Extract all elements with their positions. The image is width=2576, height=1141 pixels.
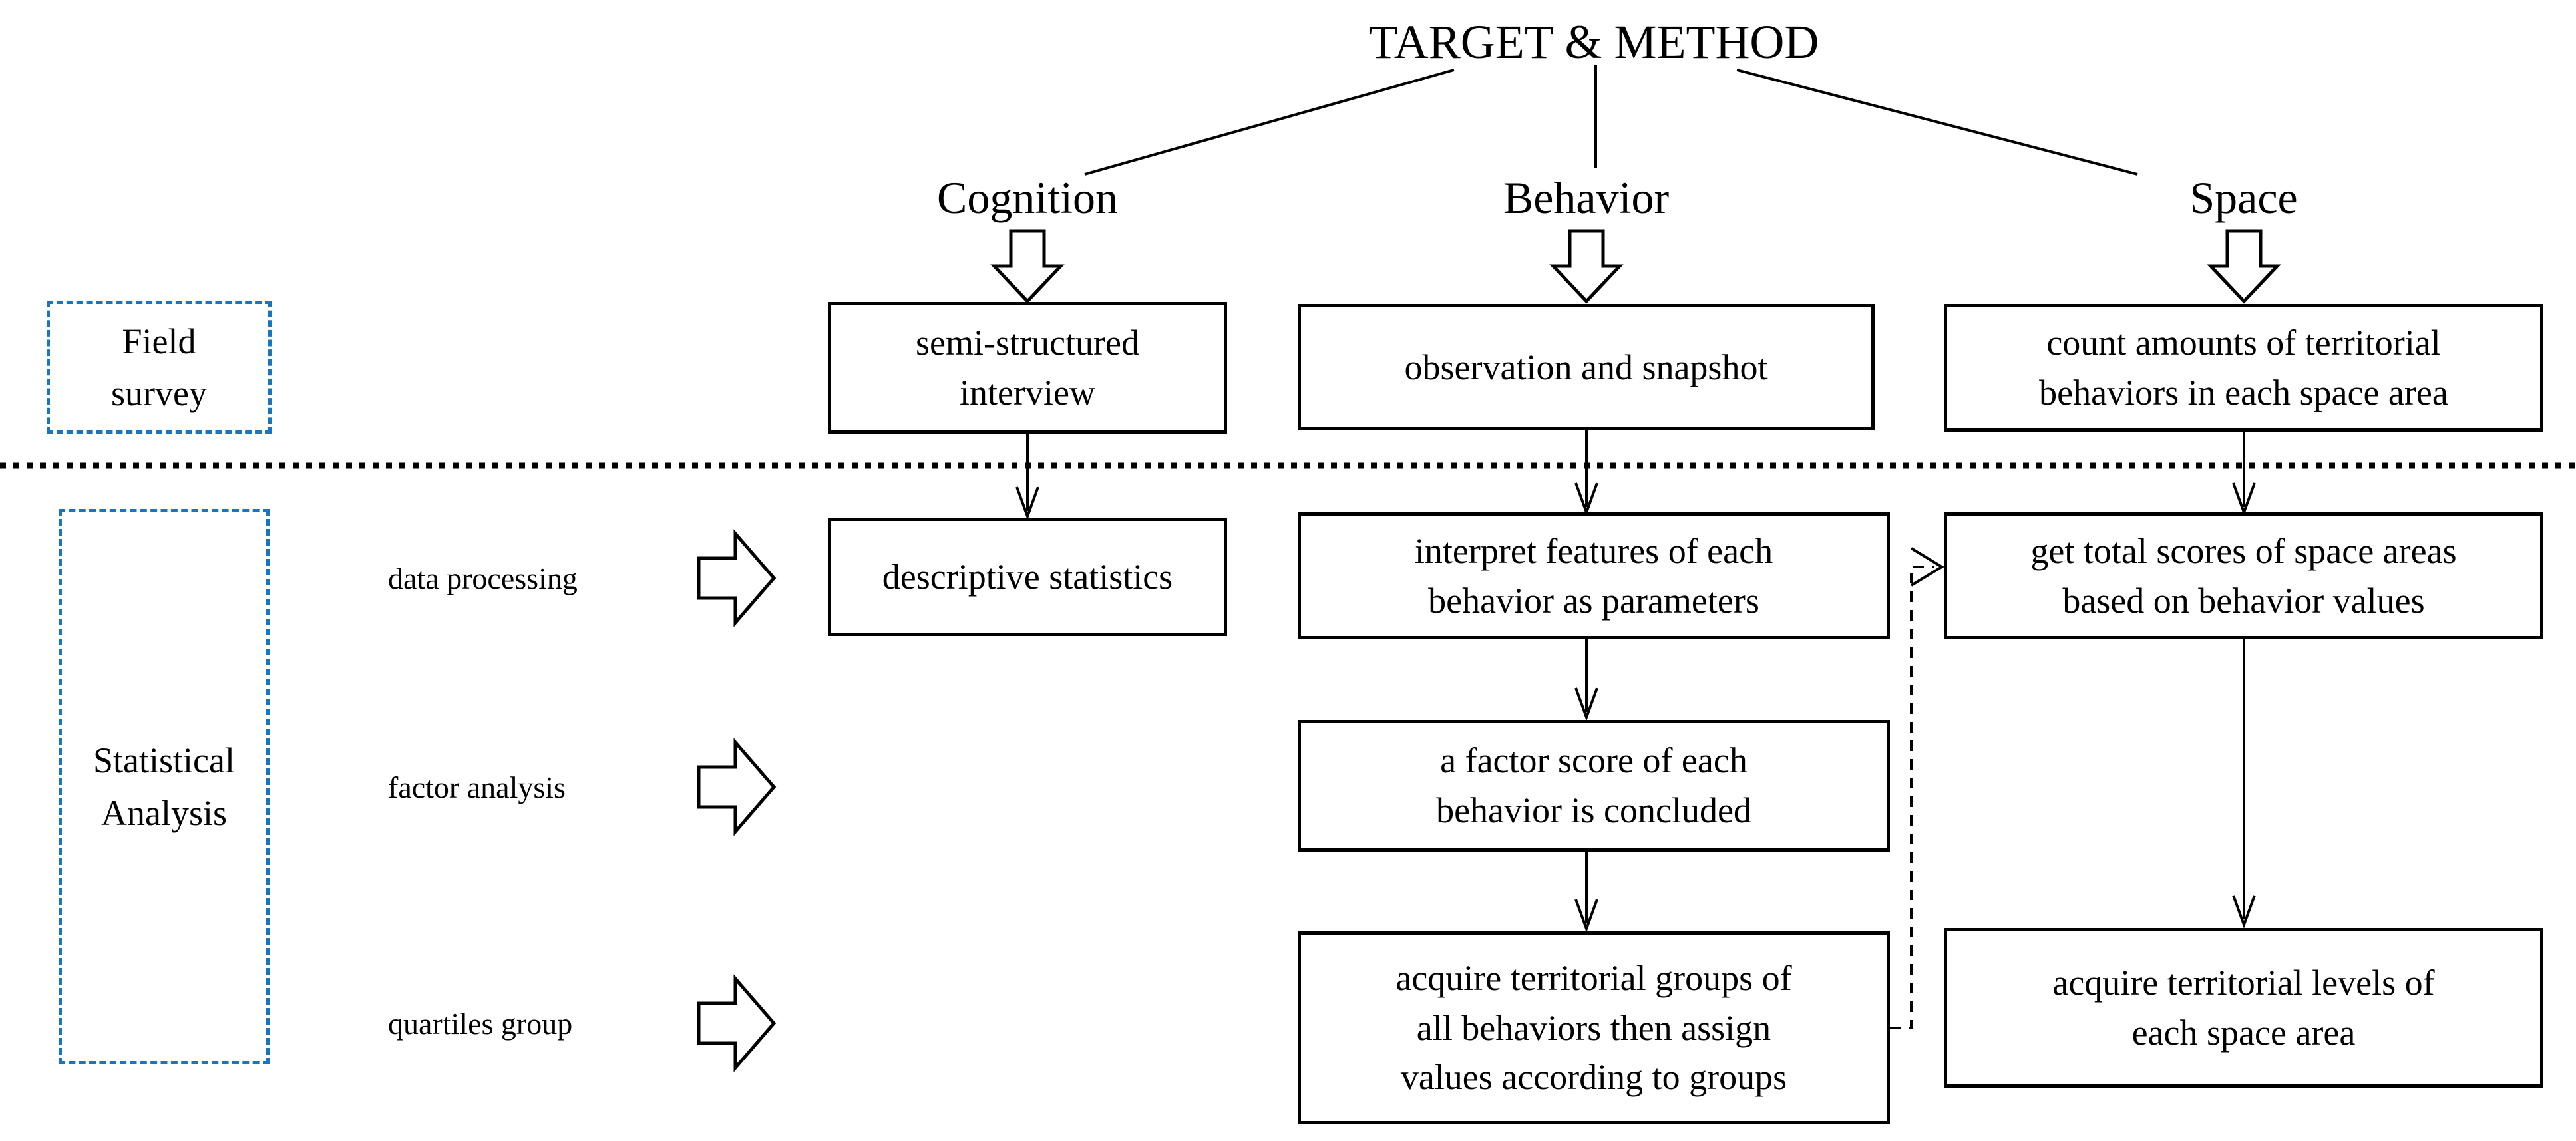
box-territorial-levels: acquire territorial levels of each space…	[1944, 928, 2543, 1088]
quartiles-group-right-block-arrow-icon	[697, 974, 777, 1072]
interview-to-descriptive-arrow	[1015, 434, 1039, 520]
column-label-cognition: Cognition	[936, 172, 1119, 223]
behavior-down-block-arrow-icon	[1549, 229, 1624, 304]
row-label-quartiles-group: quartiles group	[388, 1007, 573, 1041]
box-descriptive-statistics: descriptive statistics	[828, 518, 1227, 636]
row-label-factor-analysis: factor analysis	[388, 770, 566, 804]
column-label-behavior: Behavior	[1503, 172, 1670, 223]
box-count-territorial-behaviors: count amounts of territorial behaviors i…	[1944, 304, 2543, 432]
observation-to-interpret-arrow	[1574, 430, 1598, 516]
count-to-scores-arrow	[2232, 432, 2256, 516]
space-down-block-arrow-icon	[2207, 229, 2281, 304]
scores-to-levels-arrow	[2232, 639, 2256, 929]
factor-to-groups-arrow	[1574, 852, 1598, 933]
box-observation-and-snapshot: observation and snapshot	[1298, 304, 1875, 430]
row-label-data-processing: data processing	[388, 562, 578, 595]
title-to-space-line	[1736, 69, 2138, 176]
data-processing-right-block-arrow-icon	[697, 529, 777, 627]
column-label-space: Space	[2189, 172, 2298, 223]
phase-box-statistical-analysis: Statistical Analysis	[59, 509, 270, 1064]
factor-analysis-right-block-arrow-icon	[697, 738, 777, 836]
diagram-title: TARGET & METHOD	[1368, 15, 1819, 69]
interpret-to-factor-arrow	[1574, 639, 1598, 721]
groups-to-scores-dashed-arrow	[1890, 547, 1944, 1029]
box-territorial-groups: acquire territorial groups of all behavi…	[1298, 931, 1890, 1124]
cognition-down-block-arrow-icon	[990, 229, 1065, 304]
box-get-total-scores: get total scores of space areas based on…	[1944, 512, 2543, 639]
box-factor-score: a factor score of each behavior is concl…	[1298, 720, 1890, 852]
title-to-cognition-line	[1084, 69, 1455, 176]
box-interpret-features: interpret features of each behavior as p…	[1298, 512, 1890, 639]
phase-box-field-survey: Field survey	[47, 301, 272, 434]
box-semi-structured-interview: semi-structured interview	[828, 302, 1227, 434]
